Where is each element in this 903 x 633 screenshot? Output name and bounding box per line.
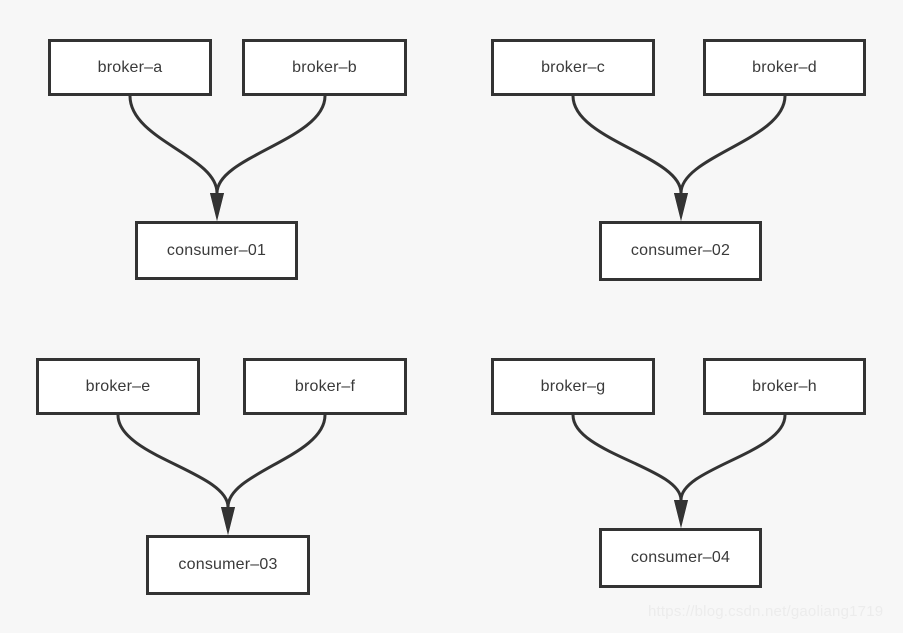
edge-broker-d-consumer-02-line: [679, 94, 787, 195]
node-label-broker-g: broker–g: [540, 377, 606, 395]
edge-broker-g-consumer-04: [571, 413, 688, 528]
node-label-broker-c: broker–c: [541, 58, 605, 76]
edge-broker-b-consumer-01: [210, 94, 327, 221]
node-label-broker-f: broker–f: [294, 377, 356, 395]
edge-broker-a-consumer-01-line: [128, 94, 219, 195]
edge-broker-c-consumer-02-arrowhead: [674, 193, 688, 221]
node-label-consumer-03: consumer–03: [178, 556, 278, 573]
edge-broker-f-consumer-03: [221, 413, 327, 535]
edge-broker-c-consumer-02: [571, 94, 688, 221]
edge-broker-h-consumer-04-line: [679, 413, 787, 502]
node-broker-b[interactable]: broker–b: [242, 39, 407, 96]
node-label-consumer-02: consumer–02: [630, 242, 731, 259]
node-broker-a[interactable]: broker–a: [48, 39, 212, 96]
edge-broker-b-consumer-01-arrowhead: [210, 193, 224, 221]
edge-broker-d-consumer-02: [674, 94, 787, 221]
edge-broker-h-consumer-04-arrowhead: [674, 500, 688, 528]
node-consumer-03[interactable]: consumer–03: [146, 535, 310, 595]
node-label-broker-a: broker–a: [97, 58, 163, 76]
node-broker-f[interactable]: broker–f: [243, 358, 407, 415]
watermark-text: https://blog.csdn.net/gaoliang1719: [648, 603, 884, 620]
edge-broker-g-consumer-04-line: [571, 413, 683, 502]
edge-broker-e-consumer-03-arrowhead: [221, 507, 235, 535]
node-broker-g[interactable]: broker–g: [491, 358, 655, 415]
node-label-broker-h: broker–h: [752, 377, 817, 395]
node-consumer-02[interactable]: consumer–02: [599, 221, 762, 281]
edge-broker-b-consumer-01-line: [215, 94, 327, 195]
node-label-consumer-04: consumer–04: [630, 549, 731, 566]
edge-broker-e-consumer-03-line: [116, 413, 230, 509]
node-label-broker-d: broker–d: [752, 58, 817, 76]
node-broker-h[interactable]: broker–h: [703, 358, 866, 415]
edge-broker-f-consumer-03-line: [226, 413, 327, 509]
node-consumer-01[interactable]: consumer–01: [135, 221, 298, 280]
edge-broker-f-consumer-03-arrowhead: [221, 507, 235, 535]
edge-broker-c-consumer-02-line: [571, 94, 683, 195]
edge-broker-e-consumer-03: [116, 413, 235, 535]
edge-broker-a-consumer-01: [128, 94, 224, 221]
edge-broker-d-consumer-02-arrowhead: [674, 193, 688, 221]
node-label-broker-e: broker–e: [85, 377, 151, 395]
node-label-broker-b: broker–b: [292, 58, 357, 76]
node-label-consumer-01: consumer–01: [166, 241, 267, 259]
node-broker-e[interactable]: broker–e: [36, 358, 200, 415]
node-consumer-04[interactable]: consumer–04: [599, 528, 762, 588]
node-broker-d[interactable]: broker–d: [703, 39, 866, 96]
edge-broker-h-consumer-04: [674, 413, 787, 528]
edge-broker-a-consumer-01-arrowhead: [210, 193, 224, 221]
node-broker-c[interactable]: broker–c: [491, 39, 655, 96]
edge-broker-g-consumer-04-arrowhead: [674, 500, 688, 528]
